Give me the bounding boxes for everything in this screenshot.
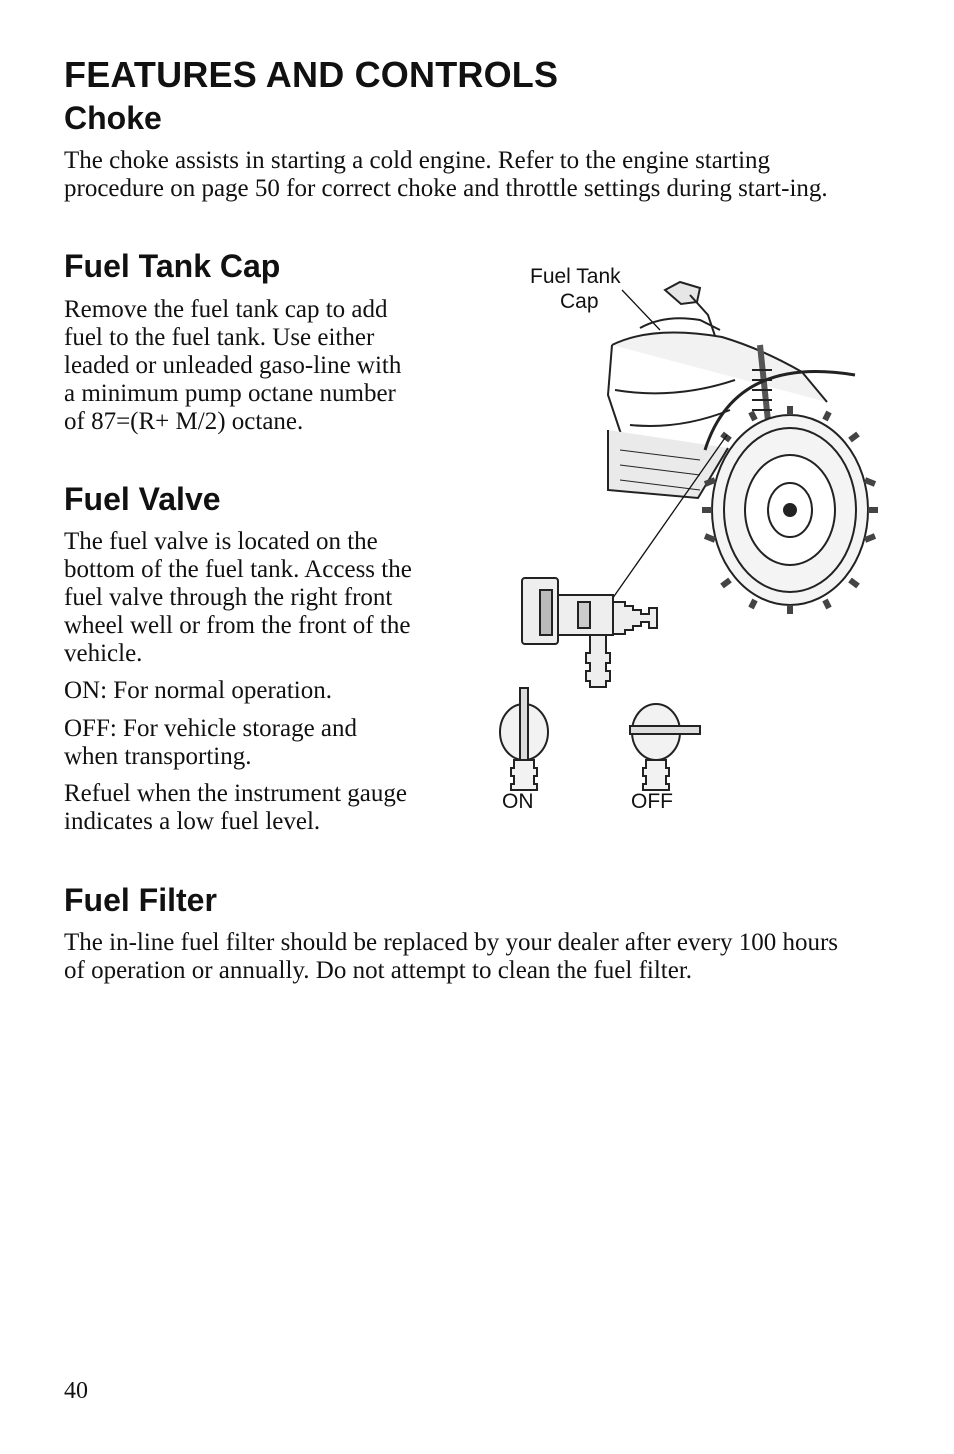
fuel-valve-illustration: Fuel Tank Cap: [499, 265, 878, 813]
fuel-valve-icon: [521, 577, 658, 688]
choke-body: The choke assists in starting a cold eng…: [64, 147, 828, 202]
page-number: 40: [64, 1378, 88, 1404]
page-title: FEATURES AND CONTROLS: [64, 54, 559, 95]
fuel-valve-off-text: OFF: For vehicle storage and when transp…: [64, 715, 358, 770]
fuel-valve-body: The fuel valve is located on the bottom …: [64, 528, 412, 667]
fuel-tank-cap-label-line2: Cap: [560, 290, 599, 313]
fuel-tank-cap-heading: Fuel Tank Cap: [64, 248, 281, 284]
fuel-valve-on-text: ON: For normal operation.: [64, 677, 333, 704]
valve-on-icon: [499, 687, 549, 791]
fuel-filter-heading: Fuel Filter: [64, 882, 217, 918]
fuel-filter-body: The in-line fuel filter should be replac…: [64, 929, 838, 984]
valve-off-label: OFF: [631, 790, 673, 813]
valve-on-label: ON: [502, 790, 534, 813]
fuel-valve-refuel-text: Refuel when the instrument gauge indicat…: [64, 780, 407, 835]
choke-heading: Choke: [64, 100, 162, 136]
atv-icon: [606, 280, 878, 614]
fuel-valve-heading: Fuel Valve: [64, 481, 221, 517]
fuel-tank-cap-label-line1: Fuel Tank: [530, 265, 621, 288]
valve-off-icon: [629, 703, 701, 791]
fuel-tank-cap-body: Remove the fuel tank cap to add fuel to …: [64, 296, 402, 435]
